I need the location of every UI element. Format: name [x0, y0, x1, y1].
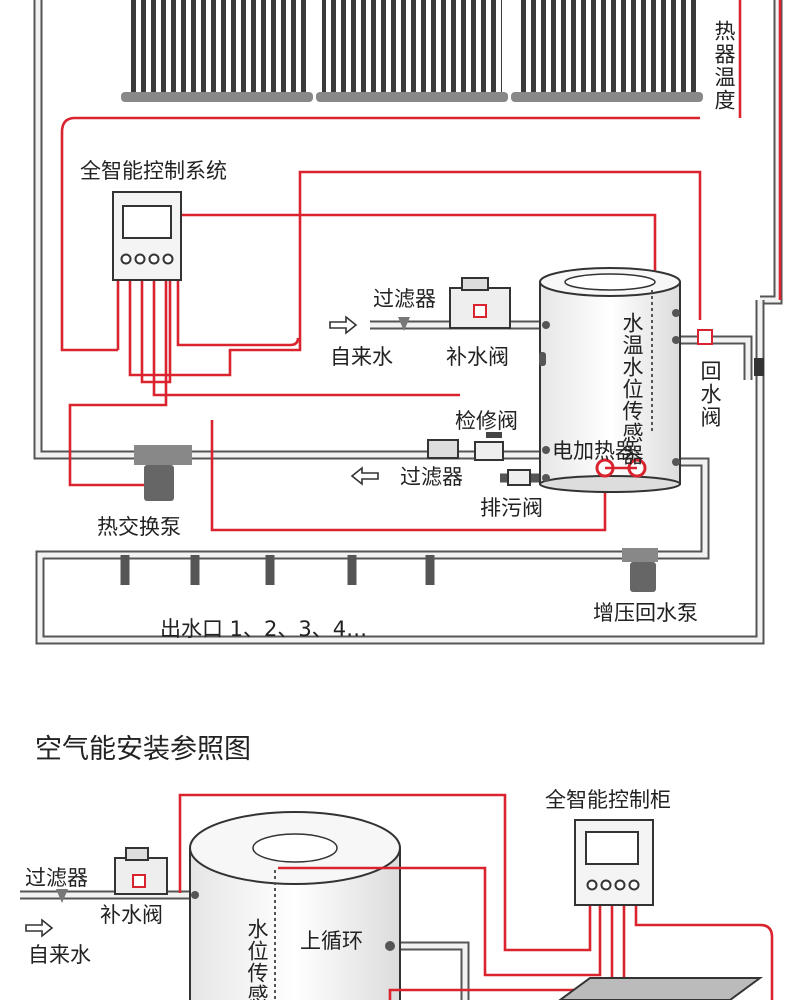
filter-label-2: 过滤器 [25, 866, 88, 890]
collector-sensor-label: 热器温度 [712, 20, 736, 112]
filter-top-icon [398, 317, 410, 331]
heat-exchange-pump-label: 热交换泵 [97, 515, 181, 539]
pipes-diagram1 [33, 0, 783, 645]
electric-heater-label: 电加热器 [552, 439, 636, 463]
outlets-label: 出水口 1、2、3、4… [160, 617, 367, 641]
heat-pump-unit [558, 977, 764, 1000]
outflow-arrow-icon [350, 466, 379, 486]
upper-circulation-label: 上循环 [300, 929, 363, 953]
heat-exchange-pump-icon [134, 445, 192, 501]
filter-bottom-label: 过滤器 [400, 465, 463, 489]
electric-heater-elements [595, 458, 647, 478]
makeup-valve-label: 补水阀 [446, 345, 509, 369]
makeup-valve-label-2: 补水阀 [100, 903, 163, 927]
storage-tank [539, 267, 681, 493]
solar-collectors [121, 0, 703, 102]
control-wires-diagram2 [178, 793, 774, 1000]
controller-title: 全智能控制系统 [80, 159, 227, 183]
check-valve-icon [754, 358, 764, 376]
drain-valve-icon [507, 469, 531, 486]
makeup-valve-assembly-2 [56, 847, 168, 903]
inflow-arrow-icon [329, 315, 358, 335]
booster-pump-label: 增压回水泵 [593, 601, 698, 625]
booster-pump-icon [622, 548, 658, 592]
diagram2-title: 空气能安装参照图 [35, 734, 251, 765]
storage-tank-2 [189, 811, 401, 1000]
makeup-valve-assembly [449, 277, 511, 329]
filter-bottom-icon [427, 439, 459, 459]
sensor-label: 水温水位传感器 [620, 312, 644, 466]
tap-water-label: 自来水 [330, 345, 393, 369]
controller-box [112, 191, 182, 281]
controller-cabinet-label: 全智能控制柜 [545, 788, 671, 812]
return-valve-label: 回水阀 [698, 360, 722, 429]
drain-valve-label: 排污阀 [480, 496, 543, 520]
service-valve-handle-icon [486, 432, 502, 438]
service-valve-label: 检修阀 [455, 409, 518, 433]
return-valve-icon [697, 329, 713, 345]
service-valve-icon [474, 441, 504, 461]
controller-cabinet [574, 819, 654, 906]
sensor-label-2: 水位传感器 [245, 918, 269, 1000]
control-wires-diagram1 [60, 0, 782, 532]
inflow-arrow-icon-2 [25, 918, 54, 938]
tap-water-label-2: 自来水 [28, 943, 91, 967]
filter-top-label: 过滤器 [373, 287, 436, 311]
